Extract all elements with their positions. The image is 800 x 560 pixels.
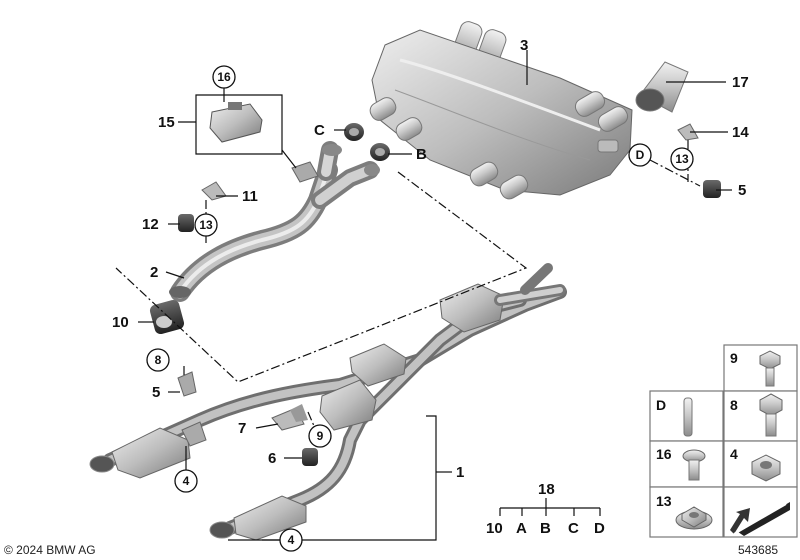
flange-nut-icon <box>675 506 713 530</box>
callout-labels: 3 17 14 5 15 11 12 2 10 5 7 6 1 C B <box>112 37 749 481</box>
callout-7: 7 <box>238 420 246 437</box>
parts-cell-label-4: 16 <box>656 446 672 462</box>
callout-5-front: 5 <box>152 384 160 401</box>
stud-icon <box>683 397 693 437</box>
rubber-mount-12 <box>178 214 194 232</box>
callout-c: C <box>314 122 325 139</box>
exhaust-flap-actuator <box>209 102 263 143</box>
parts-cell-label-3: 8 <box>730 397 738 413</box>
kit-item-1: 10 <box>486 520 503 537</box>
callout-17: 17 <box>732 74 749 91</box>
rubber-mount-6 <box>302 448 318 466</box>
parts-cell-label-5: 4 <box>730 446 738 462</box>
link-dashed-d <box>649 159 701 187</box>
parts-cell-label-1: 9 <box>730 350 738 366</box>
kit-title: 18 <box>538 481 555 498</box>
callout-9: 9 <box>317 429 324 443</box>
kit-tree: 18 10 A B C D <box>486 481 605 537</box>
parts-table: 9 D 8 16 4 13 <box>649 344 798 538</box>
parts-cell-label-6: 13 <box>656 493 672 509</box>
callout-15: 15 <box>158 114 175 131</box>
callout-6: 6 <box>268 450 276 467</box>
callout-16: 16 <box>217 70 231 84</box>
parts-cell-label-2: D <box>656 397 666 413</box>
copyright-text: © 2024 BMW AG <box>4 543 96 557</box>
callout-13-rear: 13 <box>675 152 689 166</box>
catalytic-converter-system <box>89 263 567 541</box>
kit-item-4: C <box>568 520 579 537</box>
callout-4-rear: 4 <box>288 533 295 547</box>
tailpipe-trim <box>635 61 689 113</box>
callout-11: 11 <box>242 188 258 205</box>
clamp-c <box>344 123 364 141</box>
leader-lines <box>138 50 732 541</box>
callout-12: 12 <box>142 216 159 233</box>
link-dashed-main <box>115 171 528 383</box>
callout-b: B <box>416 146 427 163</box>
hex-nut-icon <box>751 454 781 482</box>
arrow-icon <box>730 502 790 536</box>
kit-item-3: B <box>540 520 551 537</box>
rear-silencer <box>369 21 633 200</box>
circled-callouts: 16 13 D 13 8 9 4 4 <box>146 65 694 552</box>
front-pipe <box>169 141 380 302</box>
callout-8: 8 <box>155 353 162 367</box>
screw-icon <box>682 449 706 481</box>
callout-10: 10 <box>112 314 129 331</box>
callout-1: 1 <box>456 464 464 481</box>
callout-3: 3 <box>520 37 528 54</box>
bracket-11 <box>201 181 227 201</box>
hex-bolt-icon <box>759 350 781 387</box>
bracket-14 <box>677 123 699 141</box>
kit-item-2: A <box>516 520 527 537</box>
callout-4-front: 4 <box>183 474 190 488</box>
rubber-mount-5-rear <box>703 180 721 198</box>
hex-bolt-icon-large <box>759 393 783 437</box>
callout-d: D <box>636 148 645 162</box>
callout-2: 2 <box>150 264 158 281</box>
clamp-b <box>370 143 390 161</box>
callout-14: 14 <box>732 124 749 141</box>
diagram-number: 543685 <box>738 543 778 557</box>
callout-13-front: 13 <box>199 218 213 232</box>
callout-5-rear: 5 <box>738 182 746 199</box>
kit-item-5: D <box>594 520 605 537</box>
